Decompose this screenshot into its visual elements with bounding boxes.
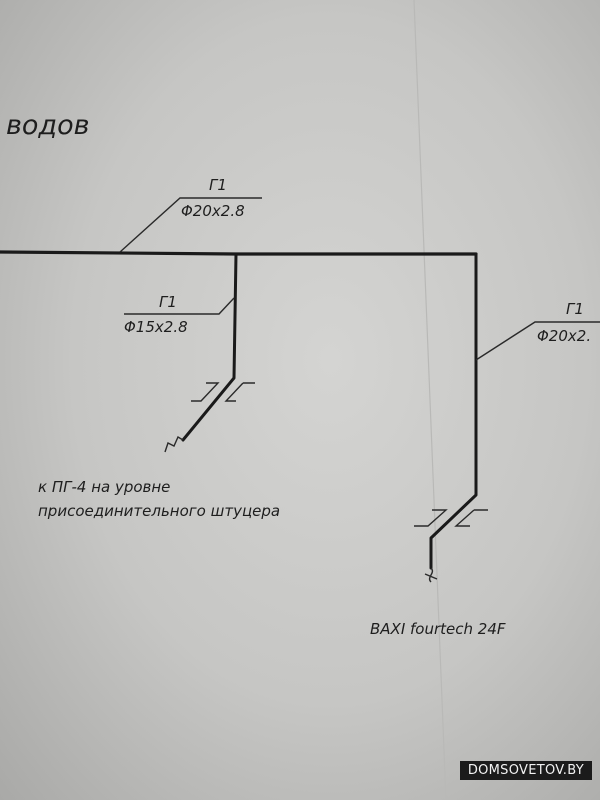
riser-pipe-right: [429, 252, 478, 570]
main-pipe: [0, 250, 478, 256]
note-right: BAXI fourtech 24F: [370, 620, 506, 638]
label-branch-left-code: Г1: [159, 293, 177, 311]
wall-sleeve-right: [414, 509, 488, 527]
leader-riser-right: [475, 321, 600, 361]
site-watermark: DOMSOVETOV.BY: [459, 761, 592, 780]
label-main-top-size: Φ20x2.8: [181, 202, 245, 220]
leader-main-top: [119, 197, 262, 253]
label-main-top-code: Г1: [209, 176, 227, 194]
drawing-heading: водов: [6, 110, 90, 141]
note-left-line2: присоединительного штуцера: [38, 502, 280, 520]
sheet-fold-line: [413, 0, 447, 800]
branch-pipe-left: [181, 252, 238, 442]
wall-sleeve-left: [191, 382, 255, 402]
label-riser-right-size: Φ20x2.: [537, 327, 591, 345]
label-branch-left-size: Φ15x2.8: [124, 318, 188, 336]
leader-branch-left: [124, 297, 235, 315]
pipe-break-symbol-right: [424, 567, 438, 583]
pipe-break-symbol-left: [164, 435, 184, 453]
label-riser-right-code: Г1: [566, 300, 584, 318]
note-left-line1: к ПГ-4 на уровне: [38, 478, 170, 496]
